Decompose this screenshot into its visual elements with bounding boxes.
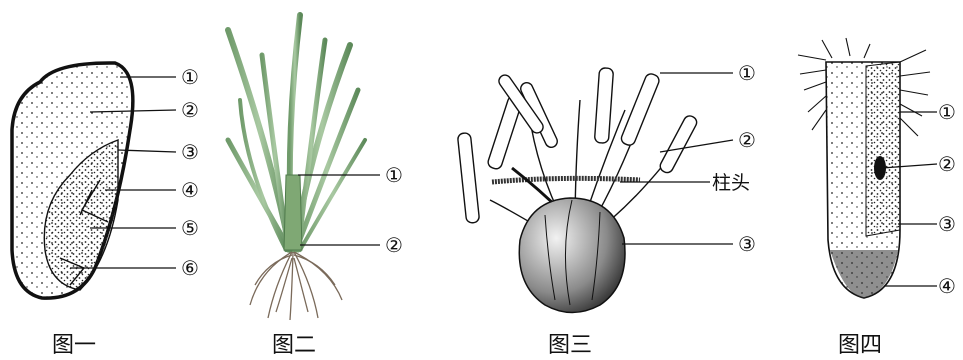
marker: ② [738, 128, 756, 152]
marker: ④ [938, 274, 956, 298]
seedling-roots [250, 252, 342, 320]
figure-4-markers: ① ② ③ ④ [938, 100, 956, 298]
figure-2-seedling: ① ② 图二 [228, 15, 403, 358]
flower-stigma [492, 178, 640, 182]
marker: ⑤ [181, 216, 199, 240]
marker: ② [938, 152, 956, 176]
marker: ⑥ [181, 256, 199, 280]
figure-1-markers: ① ② ③ ④ ⑤ ⑥ [181, 65, 199, 280]
seedling-stem [284, 175, 302, 250]
stigma-label: 柱头 [712, 172, 750, 194]
figure-caption: 图三 [548, 333, 592, 358]
figure-2-markers: ① ② [385, 163, 403, 257]
figure-1-seed: ① ② ③ ④ ⑤ ⑥ 图一 [12, 63, 199, 358]
figure-caption: 图一 [52, 333, 96, 358]
figure-3-flower: ① ② ③ 柱头 图三 [457, 61, 756, 358]
marker: ① [385, 163, 403, 187]
marker: ③ [738, 232, 756, 256]
marker: ② [181, 98, 199, 122]
flower-base [519, 198, 625, 313]
figure-caption: 图二 [272, 333, 316, 358]
figure-4-root-tip: ① ② ③ ④ 图四 [798, 38, 956, 358]
figure-caption: 图四 [838, 333, 882, 358]
root-cut-face [866, 62, 900, 236]
marker: ③ [938, 212, 956, 236]
figure-3-markers: ① ② ③ [738, 61, 756, 256]
root-cap [830, 250, 898, 298]
marker: ④ [181, 178, 199, 202]
marker: ③ [181, 140, 199, 164]
marker: ① [738, 61, 756, 85]
marker: ① [938, 100, 956, 124]
marker: ① [181, 65, 199, 89]
marker: ② [385, 233, 403, 257]
